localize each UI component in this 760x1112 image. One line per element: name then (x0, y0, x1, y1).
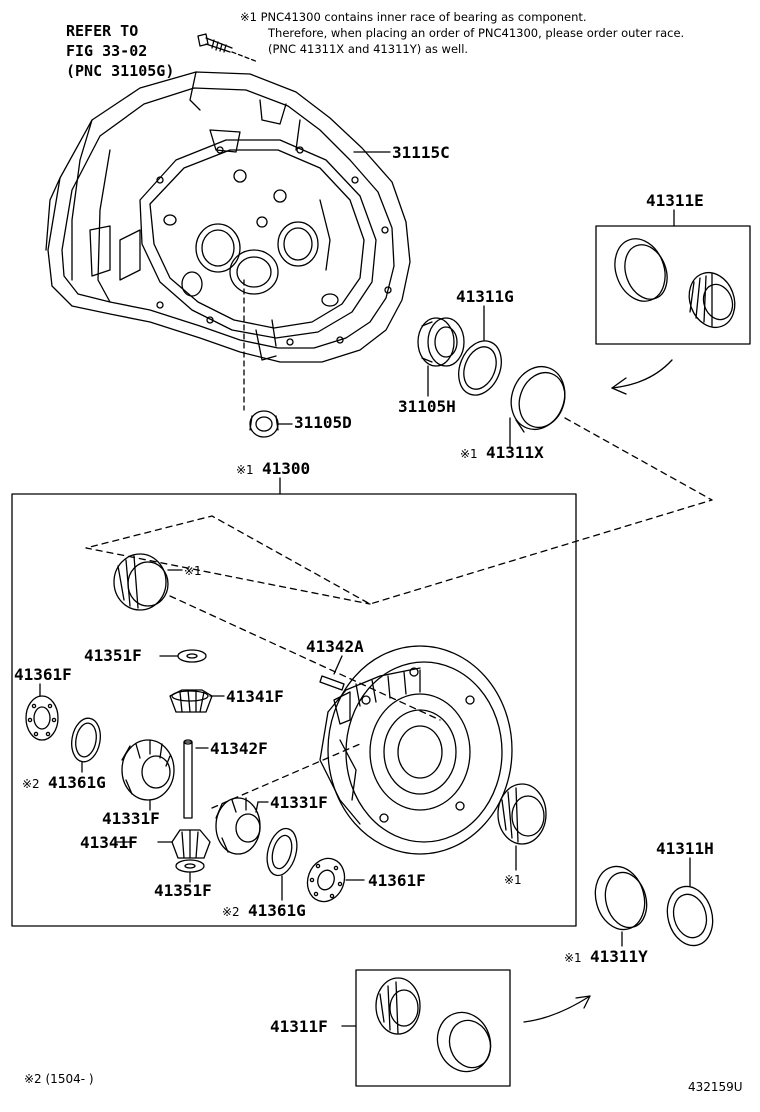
pin-41342A[interactable] (319, 675, 345, 691)
oil-seal-31105H[interactable] (417, 317, 465, 367)
part-41341F-bottom[interactable]: 41341F (80, 833, 138, 852)
part-41342F[interactable]: 41342F (210, 739, 268, 758)
leader-31105G (231, 51, 259, 63)
bearing-inner-right[interactable] (497, 783, 547, 845)
bolt-31105G[interactable] (197, 33, 233, 53)
side-gear-41331F-right[interactable] (215, 797, 261, 855)
washer-41351F-bottom[interactable] (175, 859, 205, 873)
bearing-inner-top[interactable] (113, 553, 169, 611)
oil-seal-31105D[interactable] (249, 410, 279, 438)
ring-gear-diff-case[interactable] (319, 645, 513, 855)
arrow-41311E (611, 359, 673, 389)
note-line-3: (PNC 41311X and 41311Y) as well. (268, 42, 469, 56)
outer-race-41311X[interactable] (503, 359, 574, 437)
note-line-2: Therefore, when placing an order of PNC4… (268, 26, 685, 40)
side-gear-41331F-left[interactable] (121, 739, 175, 801)
part-41351F-bottom[interactable]: 41351F (154, 881, 212, 900)
part-31105D[interactable]: 31105D (294, 413, 352, 432)
outer-race-41311Y[interactable] (589, 861, 653, 935)
part-41351F-top[interactable]: 41351F (84, 646, 142, 665)
transaxle-case-31115C[interactable] (45, 71, 411, 363)
dash-bearing-left (169, 595, 441, 721)
bearing-41311E[interactable] (607, 232, 743, 334)
part-41311H[interactable]: 41311H (656, 839, 714, 858)
part-31115C[interactable]: 31115C (392, 143, 450, 162)
refer-figure[interactable]: FIG 33-02 (66, 42, 148, 60)
pinion-shaft-41342F[interactable] (183, 739, 193, 819)
part-41311F[interactable]: 41311F (270, 1017, 328, 1036)
part-41361G-left[interactable]: 41361G (48, 773, 106, 792)
washer-41351F-top[interactable] (177, 649, 207, 663)
note-line-1: ※1 PNC41300 contains inner race of beari… (240, 10, 587, 24)
leader-41342A (333, 655, 343, 675)
thrust-washer-41361F-left[interactable] (25, 695, 59, 741)
part-31105H[interactable]: 31105H (398, 397, 456, 416)
refer-pnc: (PNC 31105G) (66, 62, 175, 80)
kit-box-41311E (595, 225, 751, 345)
shim-41311H[interactable] (661, 881, 719, 950)
footer-range: ※2 (1504- ) (24, 1072, 94, 1086)
mark-41311Y: ※1 (564, 951, 582, 965)
part-41342A[interactable]: 41342A (306, 637, 364, 656)
dash-assembly (85, 417, 713, 605)
part-41361F-left[interactable]: 41361F (14, 665, 72, 684)
part-41341F-top[interactable]: 41341F (226, 687, 284, 706)
part-41331F-right[interactable]: 41331F (270, 793, 328, 812)
shim-41311G[interactable] (451, 335, 509, 402)
part-41311E[interactable]: 41311E (646, 191, 704, 210)
assembly-box-41300 (11, 493, 577, 927)
mark-41361G-left: ※2 (22, 777, 40, 791)
figure-code: 432159U (688, 1080, 743, 1094)
thrust-washer-41361F-right[interactable] (302, 853, 351, 907)
pinion-41341F-bottom[interactable] (171, 829, 211, 859)
washer-41361G-bottom[interactable] (262, 825, 301, 879)
mark-41300: ※1 (236, 463, 254, 477)
part-41311G[interactable]: 41311G (456, 287, 514, 306)
part-41361F-right[interactable]: 41361F (368, 871, 426, 890)
mark-bearing-top: ※1 (184, 564, 202, 578)
refer-label: REFER TO (66, 22, 139, 40)
mark-41311X: ※1 (460, 447, 478, 461)
part-41361G-bottom[interactable]: 41361G (248, 901, 306, 920)
part-41311X[interactable]: 41311X (486, 443, 544, 462)
part-41300[interactable]: 41300 (262, 459, 311, 478)
washer-41361G-left[interactable] (68, 716, 103, 764)
part-41331F-left[interactable]: 41331F (102, 809, 160, 828)
bearing-41311F[interactable] (375, 977, 499, 1079)
part-41311Y[interactable]: 41311Y (590, 947, 648, 966)
pinion-41341F-top[interactable] (169, 689, 213, 713)
kit-box-41311F (355, 969, 511, 1087)
mark-bearing-right: ※1 (504, 873, 522, 887)
mark-41361G-bottom: ※2 (222, 905, 240, 919)
